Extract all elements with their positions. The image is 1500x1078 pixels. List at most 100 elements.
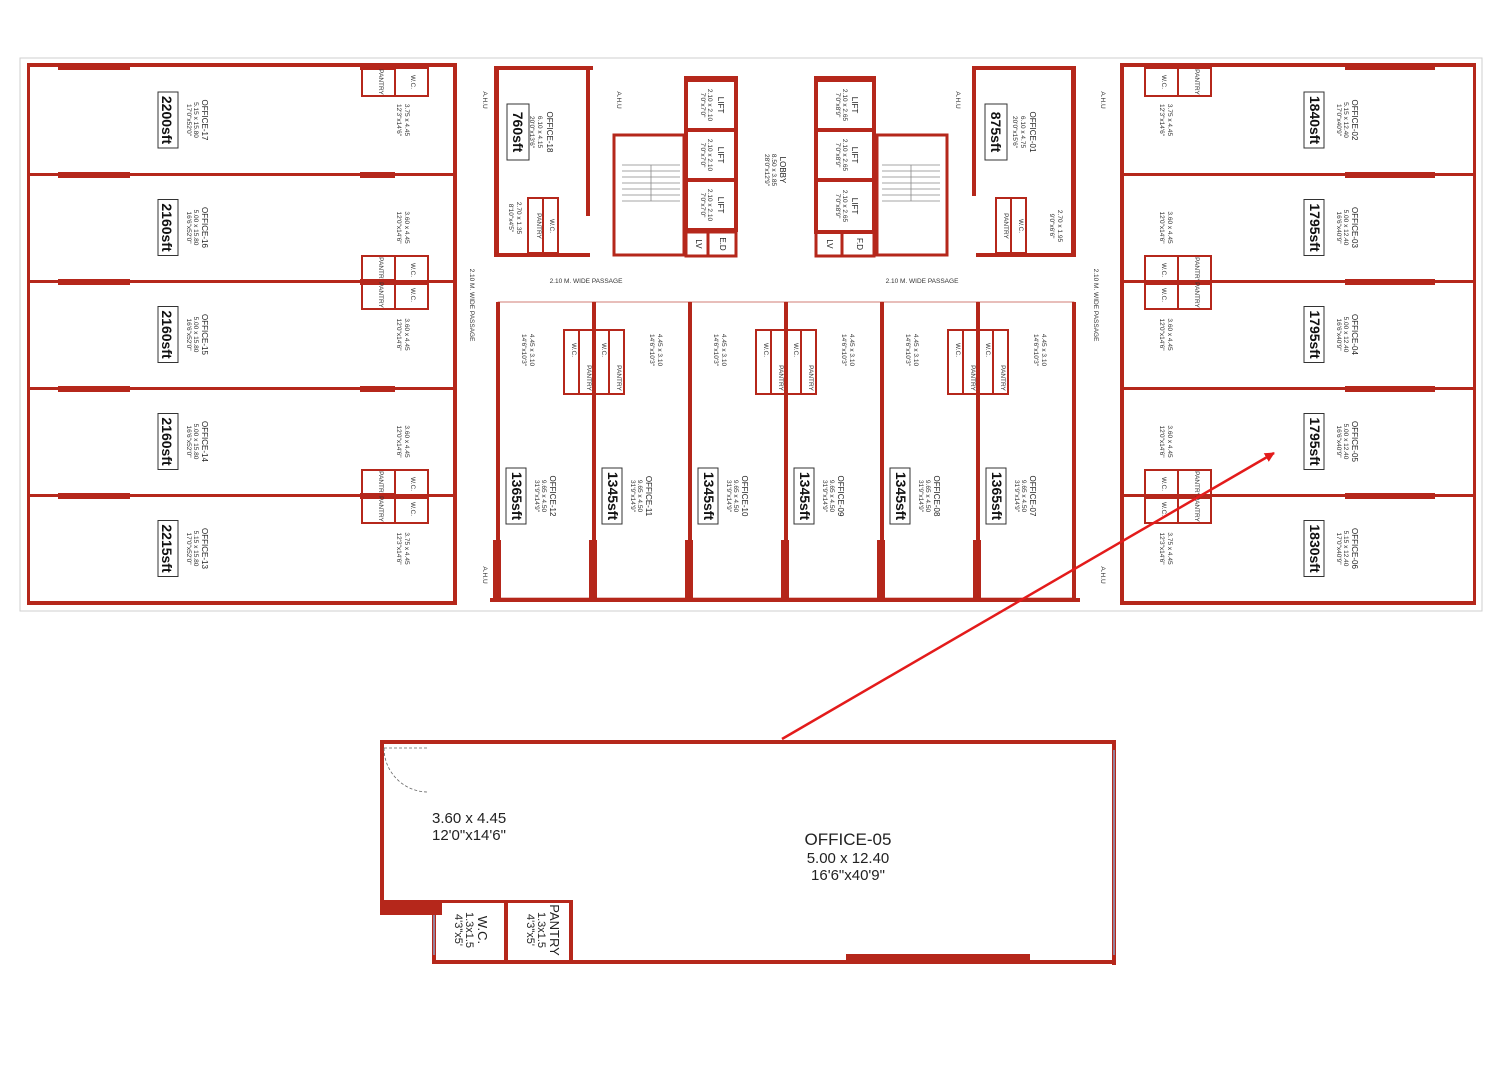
office-dims: 5.00 x 15.80 bbox=[192, 317, 199, 353]
lift-6-ft: 7'0"x8'9" bbox=[834, 194, 841, 219]
lift-5-label: LIFT bbox=[850, 147, 859, 164]
cabin-dims-ft: 12'0"x14'6" bbox=[395, 211, 402, 244]
pointer-arrow bbox=[781, 451, 1275, 741]
cabin-dims-ft: 14'6"x10'3" bbox=[1032, 334, 1039, 367]
office-dims: 5.15 x 12.40 bbox=[1342, 531, 1349, 567]
cabin-dims-ft: 14'6"x10'3" bbox=[520, 334, 527, 367]
office-18[interactable]: 760sft OFFICE-18 6.10 x 4.15 20'0"x13'6"… bbox=[494, 66, 590, 257]
lift-group-right: LIFT 2.10 x 2.65 7'0"x8'9" LIFT 2.10 x 2… bbox=[814, 78, 876, 258]
office-01[interactable]: 875sft OFFICE-01 6.10 x 4.75 20'0"x15'6"… bbox=[972, 66, 1076, 257]
office-area: 2160sft bbox=[159, 417, 175, 466]
wc-label: W.C. bbox=[600, 343, 607, 357]
office-name: OFFICE-03 bbox=[1350, 207, 1359, 248]
office-dims-ft: 16'6"x40'9" bbox=[1335, 211, 1342, 244]
pantry-label: PANTRY bbox=[1193, 496, 1200, 522]
pantry-label: PANTRY bbox=[999, 365, 1006, 391]
detail-wc-label: W.C. bbox=[475, 916, 490, 944]
wc-label: W.C. bbox=[984, 343, 991, 357]
office-dims: 5.15 x 12.40 bbox=[1342, 102, 1349, 138]
detail-wc-dims: 1.3x1.5 bbox=[463, 912, 475, 948]
lift-5-dims: 2.10 x 2.65 bbox=[841, 139, 848, 172]
cabin-dims: 4.45 x 3.10 bbox=[720, 334, 727, 367]
ahu-label-5: A.H.U bbox=[481, 566, 488, 584]
pantry-label: PANTRY bbox=[1193, 471, 1200, 497]
lift-4-ft: 7'0"x8'9" bbox=[834, 93, 841, 118]
lobby: LOBBY 8.50 x 3.85 28'0"x12'9" bbox=[763, 154, 787, 187]
office-dims: 5.15 x 15.80 bbox=[192, 102, 199, 138]
office-dims: 9.65 x 4.50 bbox=[636, 480, 643, 513]
middle-row-end-wall bbox=[1072, 302, 1076, 600]
office-dims: 9.65 x 4.50 bbox=[540, 480, 547, 513]
office-name: OFFICE-02 bbox=[1350, 100, 1359, 141]
office-area: 2160sft bbox=[159, 310, 175, 359]
wc-label: W.C. bbox=[954, 343, 961, 357]
cabin-dims: 4.45 x 3.10 bbox=[528, 334, 535, 367]
ahu-label-4: A.H.U bbox=[1099, 91, 1106, 109]
office-name: OFFICE-04 bbox=[1350, 314, 1359, 355]
cabin-dims-ft: 12'3"x14'6" bbox=[395, 532, 402, 565]
office-name: OFFICE-16 bbox=[200, 207, 209, 248]
office-01-wc: W.C. bbox=[1017, 219, 1024, 233]
office-05-detail[interactable]: 3.60 x 4.45 12'0"x14'6" OFFICE-05 5.00 x… bbox=[380, 740, 1116, 965]
cabin-dims: 3.75 x 4.45 bbox=[403, 532, 410, 565]
office-18-cabin: 2.70 x 1.35 bbox=[515, 202, 522, 235]
office-18-cabin-ft: 8'10"x4'5" bbox=[507, 204, 514, 233]
cabin-dims: 3.60 x 4.45 bbox=[1166, 211, 1173, 244]
wc-label: W.C. bbox=[1160, 477, 1167, 491]
office-dims-ft: 16'6"x40'9" bbox=[1335, 425, 1342, 458]
lift-1-dims: 2.10 x 2.10 bbox=[706, 89, 713, 122]
office-dims-ft: 31'9"x14'9" bbox=[821, 480, 828, 513]
lift-6-label: LIFT bbox=[850, 198, 859, 215]
office-dims: 5.15 x 15.80 bbox=[192, 531, 199, 567]
cabin-dims: 4.45 x 3.10 bbox=[848, 334, 855, 367]
passage-label-1: 2.10 M. WIDE PASSAGE bbox=[550, 278, 624, 285]
lift-1-label: LIFT bbox=[716, 97, 725, 114]
lift-2-dims: 2.10 x 2.10 bbox=[706, 139, 713, 172]
office-area: 1345sft bbox=[893, 472, 909, 521]
ahu-label-3: A.H.U bbox=[954, 91, 961, 109]
cabin-dims: 3.75 x 4.45 bbox=[403, 104, 410, 137]
office-dims-ft: 17'0"x52'0" bbox=[185, 532, 192, 565]
office-dims: 9.65 x 4.50 bbox=[828, 480, 835, 513]
office-area: 1795sft bbox=[1307, 417, 1323, 466]
office-dims-ft: 31'9"x14'9" bbox=[725, 480, 732, 513]
office-area: 1795sft bbox=[1307, 203, 1323, 252]
office-dims-ft: 16'6"x52'0" bbox=[185, 211, 192, 244]
office-01-pantry: PANTRY bbox=[1002, 213, 1009, 239]
detail-office-name: OFFICE-05 bbox=[805, 830, 892, 849]
office-dims-ft: 17'0"x40'9" bbox=[1335, 532, 1342, 565]
cabin-dims: 3.60 x 4.45 bbox=[403, 211, 410, 244]
cabin-dims-ft: 12'0"x14'6" bbox=[395, 318, 402, 351]
lift-3-dims: 2.10 x 2.10 bbox=[706, 189, 713, 222]
lift-5-ft: 7'0"x8'9" bbox=[834, 143, 841, 168]
detail-cabin-ft: 12'0"x14'6" bbox=[432, 827, 506, 844]
wc-label: W.C. bbox=[762, 343, 769, 357]
office-dims: 5.00 x 12.40 bbox=[1342, 317, 1349, 353]
ed-label: E.D bbox=[718, 237, 727, 251]
lobby-ft: 28'0"x12'9" bbox=[763, 154, 770, 187]
office-area: 2160sft bbox=[159, 203, 175, 252]
cabin-dims: 4.45 x 3.10 bbox=[912, 334, 919, 367]
lift-4-label: LIFT bbox=[850, 97, 859, 114]
pantry-label: PANTRY bbox=[377, 282, 384, 308]
cabin-dims-ft: 12'0"x14'6" bbox=[1158, 211, 1165, 244]
office-18-dims-ft: 20'0"x13'6" bbox=[528, 116, 535, 149]
cabin-dims-ft: 12'3"x14'6" bbox=[1158, 104, 1165, 137]
